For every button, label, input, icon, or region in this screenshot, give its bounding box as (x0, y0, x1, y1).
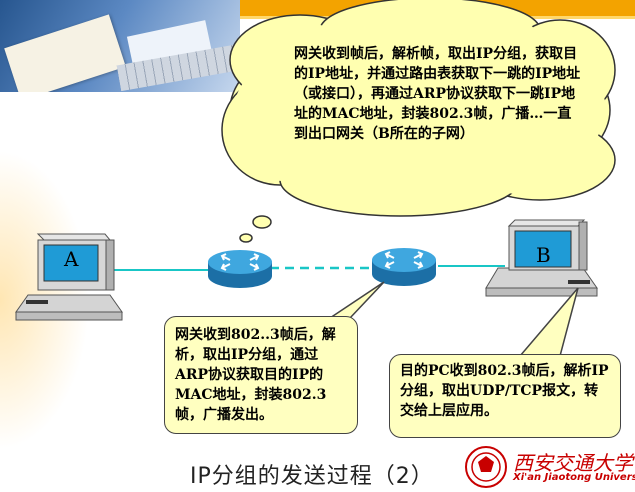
gateway-callout-pointer (327, 281, 385, 319)
router-1-icon (208, 250, 272, 288)
destination-callout-pointer (518, 287, 579, 357)
destination-callout: 目的PC收到802.3帧后，解析IP分组，取出UDP/TCP报文，转交给上层应用… (389, 354, 621, 438)
slide-title: IP分组的发送过程（2） (190, 464, 434, 489)
host-a-label: A (64, 247, 79, 271)
gateway-callout: 网关收到802..3帧后，解析，取出IP分组，通过ARP协议获取目的IP的MAC… (164, 316, 358, 434)
destination-callout-text: 目的PC收到802.3帧后，解析IP分组，取出UDP/TCP报文，转交给上层应用… (400, 363, 609, 419)
router-2-icon (372, 248, 436, 286)
university-name-cn: 西安交通大学 (513, 451, 633, 475)
decorative-glow (0, 150, 90, 450)
gateway-callout-text: 网关收到802..3帧后，解析，取出IP分组，通过ARP协议获取目的IP的MAC… (175, 327, 336, 423)
paper-graphic (4, 14, 126, 92)
host-b-label: B (536, 243, 551, 267)
cloud-text: 网关收到帧后，解析帧，取出IP分组，获取目的IP地址，并通过路由表获取下一跳的I… (294, 46, 581, 142)
university-name-en: Xi'an Jiaotong University (513, 472, 635, 483)
header-illustration (0, 0, 240, 92)
university-emblem-icon (465, 446, 507, 488)
